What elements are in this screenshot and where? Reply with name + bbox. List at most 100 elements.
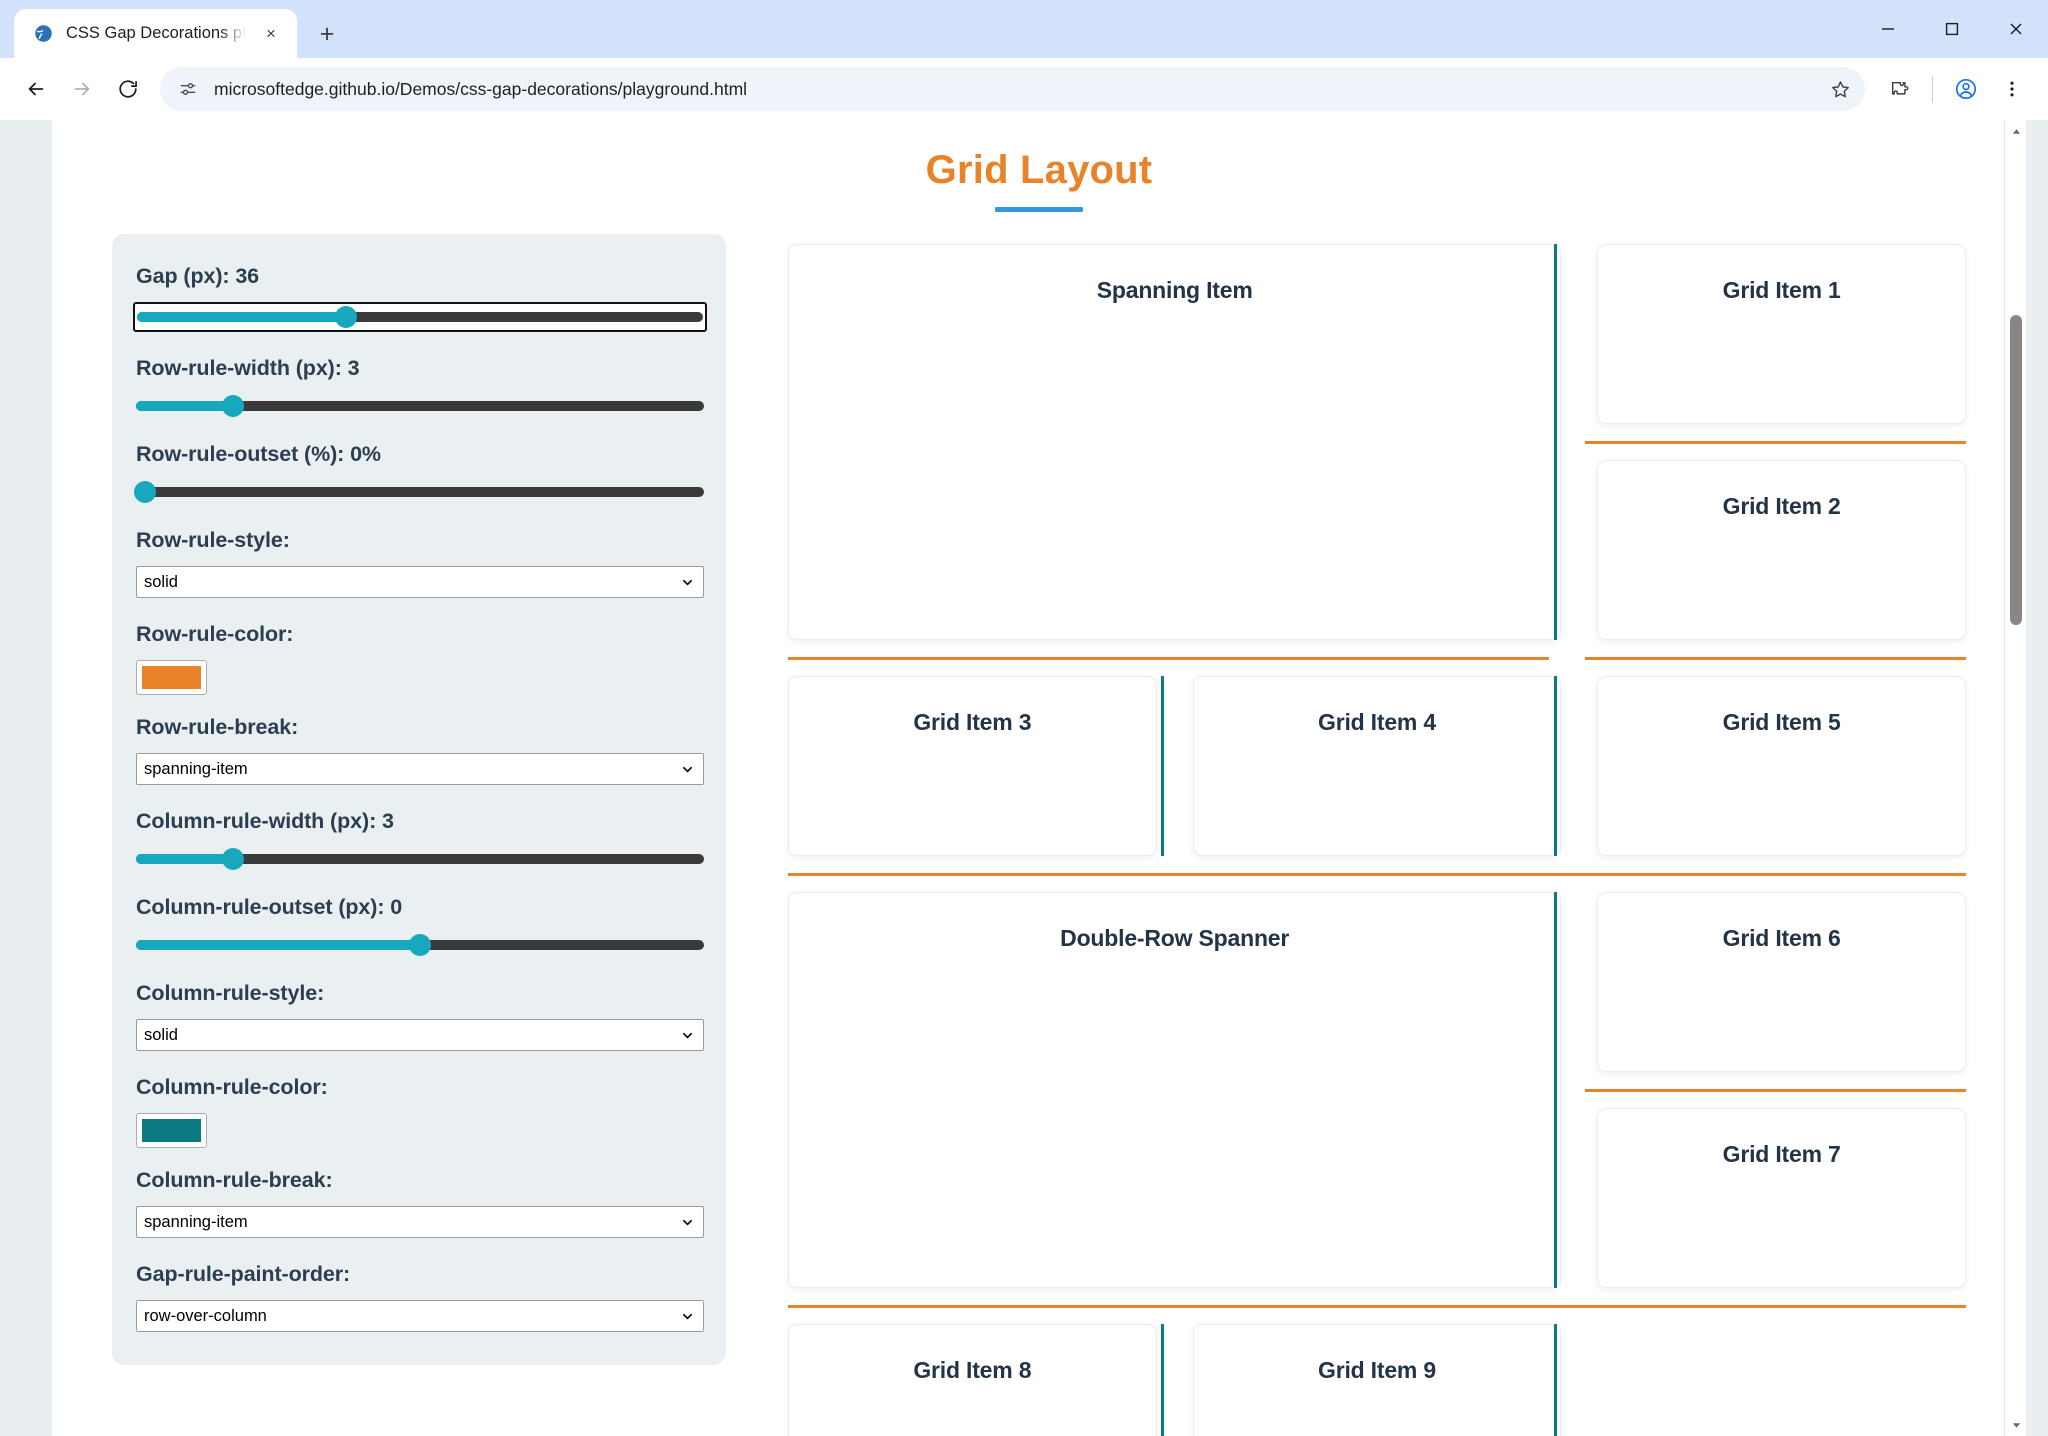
row-rule-segment — [1585, 656, 1966, 660]
column-rule-segment — [1553, 244, 1557, 640]
card-label: Grid Item 8 — [913, 1357, 1032, 1383]
grid-demo: Spanning Item Grid Item 1 Grid Item 2 — [788, 234, 1966, 1436]
row-rule-style-select[interactable]: solid — [136, 566, 704, 598]
row-rule-width-slider[interactable] — [136, 394, 704, 418]
maximize-button[interactable] — [1920, 0, 1984, 58]
browser-toolbar: microsoftedge.github.io/Demos/css-gap-de… — [0, 58, 2048, 120]
slider-track — [137, 306, 703, 328]
card-label: Double-Row Spanner — [1060, 925, 1290, 951]
minimize-button[interactable] — [1856, 0, 1920, 58]
row-rule-break-select[interactable]: spanning-item — [136, 753, 704, 785]
row-rule-outset-slider[interactable] — [133, 480, 704, 504]
control-row-rule-break: Row-rule-break: spanning-item — [136, 715, 704, 785]
control-column-rule-width: Column-rule-width (px): 3 — [136, 809, 704, 871]
card-label: Grid Item 9 — [1318, 1357, 1436, 1383]
scrollbar-thumb[interactable] — [2010, 315, 2022, 625]
column-rule-segment — [1553, 892, 1557, 1288]
control-label: Row-rule-color: — [136, 622, 294, 646]
tab-title: CSS Gap Decorations playground — [66, 24, 246, 42]
row-rule-color-picker[interactable] — [136, 660, 207, 695]
card-label: Grid Item 1 — [1722, 277, 1841, 303]
grid-item-6: Grid Item 6 — [1597, 892, 1966, 1072]
card-label: Grid Item 4 — [1318, 709, 1436, 735]
slider-fill — [137, 312, 347, 322]
control-label: Gap-rule-paint-order: — [136, 1262, 351, 1286]
column-rule-style-select[interactable]: solid — [136, 1019, 704, 1051]
card-label: Grid Item 2 — [1722, 493, 1841, 519]
browser-tab[interactable]: CSS Gap Decorations playground × — [14, 9, 297, 58]
column-rule-width-slider[interactable] — [136, 847, 704, 871]
select-value: solid — [144, 1025, 178, 1044]
gap-rule-paint-order-select[interactable]: row-over-column — [136, 1300, 704, 1332]
control-label: Row-rule-style: — [136, 528, 290, 552]
page-title: Grid Layout — [925, 148, 1153, 192]
slider-thumb[interactable] — [133, 481, 156, 503]
select-value: row-over-column — [144, 1306, 267, 1325]
extensions-puzzle-icon[interactable] — [1877, 67, 1921, 111]
control-column-rule-color: Column-rule-color: — [136, 1075, 704, 1148]
grid-item-7: Grid Item 7 — [1597, 1108, 1966, 1288]
chevron-down-icon — [680, 575, 694, 589]
control-gap: Gap (px): 36 — [133, 264, 707, 332]
card-label: Grid Item 5 — [1722, 709, 1841, 735]
profile-avatar-icon[interactable] — [1944, 67, 1988, 111]
chevron-down-icon — [680, 1028, 694, 1042]
slider-thumb[interactable] — [409, 934, 431, 956]
card-label: Spanning Item — [1096, 277, 1253, 303]
grid-item-8: Grid Item 8 — [788, 1324, 1157, 1436]
control-row-rule-width: Row-rule-width (px): 3 — [136, 356, 704, 418]
column-rule-break-select[interactable]: spanning-item — [136, 1206, 704, 1238]
three-dot-menu-icon[interactable] — [1990, 67, 2034, 111]
column-rule-color-picker[interactable] — [136, 1113, 207, 1148]
grid-item-2: Grid Item 2 — [1597, 460, 1966, 640]
slider-thumb[interactable] — [221, 848, 244, 870]
page-scrollbar[interactable] — [2004, 120, 2026, 1436]
select-value: spanning-item — [144, 759, 248, 778]
reload-icon[interactable] — [106, 67, 150, 111]
playground-layout: Gap (px): 36 Row-rule-width (px): 3 — [112, 234, 1966, 1436]
grid-item-1: Grid Item 1 — [1597, 244, 1966, 424]
bookmark-star-icon[interactable] — [1823, 72, 1857, 106]
site-settings-icon[interactable] — [174, 75, 202, 103]
grid-item-4: Grid Item 4 — [1192, 676, 1562, 856]
control-label: Column-rule-break: — [136, 1168, 333, 1192]
globe-icon — [32, 22, 54, 45]
slider-track — [133, 481, 704, 503]
control-row-rule-style: Row-rule-style: solid — [136, 528, 704, 598]
close-window-button[interactable] — [1984, 0, 2048, 58]
controls-panel: Gap (px): 36 Row-rule-width (px): 3 — [112, 234, 726, 1365]
forward-icon[interactable] — [60, 67, 104, 111]
slider-thumb[interactable] — [335, 306, 358, 328]
scroll-up-arrow-icon[interactable] — [2005, 120, 2026, 142]
back-icon[interactable] — [14, 67, 58, 111]
slider-track — [136, 848, 704, 870]
column-rule-segment — [1553, 676, 1557, 856]
control-row-rule-color: Row-rule-color: — [136, 622, 704, 695]
window-controls — [1856, 0, 2048, 58]
gap-slider[interactable] — [133, 302, 707, 332]
address-bar[interactable]: microsoftedge.github.io/Demos/css-gap-de… — [160, 67, 1865, 111]
control-label: Column-rule-outset (px): 0 — [136, 895, 403, 919]
slider-track — [136, 395, 704, 417]
slider-fill — [136, 401, 233, 411]
page-surface: Grid Layout Gap (px): 36 — [52, 120, 2026, 1436]
slider-fill — [136, 940, 420, 950]
grid-item-9: Grid Item 9 — [1192, 1324, 1562, 1436]
control-column-rule-outset: Column-rule-outset (px): 0 — [136, 895, 704, 957]
column-rule-segment — [1161, 676, 1165, 856]
column-rule-segment — [1161, 1324, 1165, 1436]
card-label: Grid Item 3 — [913, 709, 1032, 735]
color-swatch — [142, 1119, 201, 1142]
page-viewport: Grid Layout Gap (px): 36 — [0, 120, 2048, 1436]
control-row-rule-outset: Row-rule-outset (%): 0% — [133, 442, 704, 504]
slider-thumb[interactable] — [221, 395, 244, 417]
control-label: Row-rule-break: — [136, 715, 299, 739]
column-rule-outset-slider[interactable] — [136, 933, 704, 957]
select-value: solid — [144, 572, 178, 591]
scroll-down-arrow-icon[interactable] — [2005, 1414, 2026, 1436]
grid-item-3: Grid Item 3 — [788, 676, 1157, 856]
page-content: Grid Layout Gap (px): 36 — [52, 148, 2026, 1436]
new-tab-button[interactable]: + — [319, 19, 335, 48]
close-icon[interactable]: × — [266, 23, 276, 43]
